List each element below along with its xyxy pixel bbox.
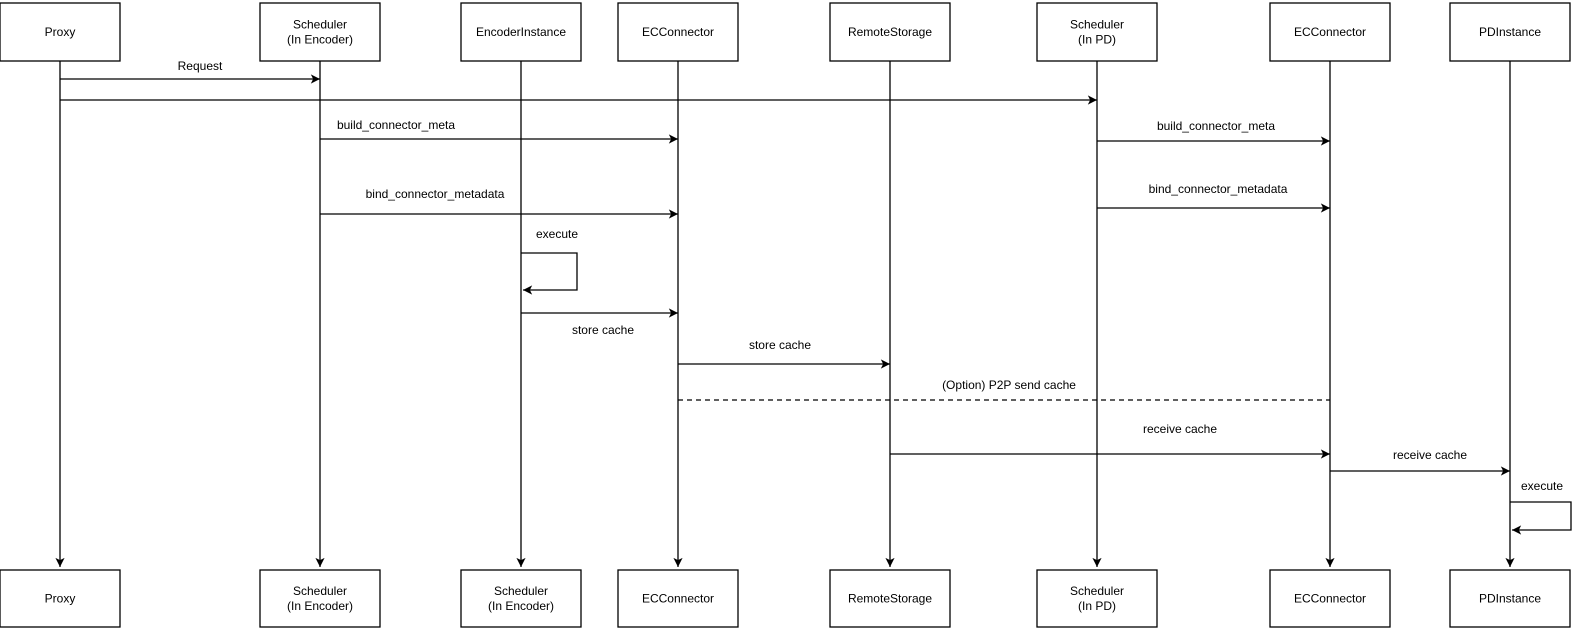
actor-top-label-ec-connector-pd: ECConnector [1294,25,1366,39]
actor-bottom-label-encoder-instance: Scheduler(In Encoder) [488,584,554,613]
actor-bottom-label-scheduler-in-pd: Scheduler(In PD) [1070,584,1124,613]
message-label-store-cache-to-ecconnector: store cache [572,323,634,337]
self-message-execute-pd-instance: execute [1510,479,1572,535]
message-store-cache-to-ecconnector: store cache [521,308,678,337]
actor-bottom-label-ec-connector-pd: ECConnector [1294,592,1366,606]
actor-bottom-label-ec-connector-encoder: ECConnector [642,592,714,606]
actor-bottom-box-encoder-instance [460,569,582,628]
actor-top-label-scheduler-in-encoder: Scheduler(In Encoder) [287,18,353,47]
message-label-receive-cache-to-ecconnector: receive cache [1143,422,1217,436]
actor-top-label-proxy: Proxy [45,25,76,39]
message-p2p-send-cache: (Option) P2P send cache [678,378,1330,401]
self-message-line-execute-encoder-instance [521,252,578,295]
actor-top-box-scheduler-in-pd [1036,2,1158,62]
message-label-request: Request [178,59,223,73]
actor-top-box-ec-connector-pd [1269,2,1391,62]
actor-bottom-label-proxy: Proxy [45,592,76,606]
actor-top-box-scheduler-in-encoder [259,2,381,62]
actor-scheduler-in-encoder: Scheduler(In Encoder) Scheduler(In Encode… [259,2,381,628]
actor-top-box-encoder-instance [460,2,582,62]
actor-bottom-box-remote-storage [829,569,951,628]
message-build-connector-meta-pd: build_connector_meta [1097,119,1330,146]
message-label-bind-connector-metadata-pd: bind_connector_metadata [1149,182,1288,196]
self-message-execute-encoder-instance: execute [521,227,578,295]
message-label-bind-connector-metadata-encoder: bind_connector_metadata [366,187,505,201]
self-message-line-execute-pd-instance [1510,501,1572,535]
message-request: Request [60,59,320,84]
message-label-receive-cache-to-pdinstance: receive cache [1393,448,1467,462]
actor-bottom-box-proxy [0,569,121,628]
actor-top-box-remote-storage [829,2,951,62]
self-message-label-execute-pd-instance: execute [1521,479,1563,493]
actor-bottom-box-ec-connector-encoder [617,569,739,628]
actor-top-label-scheduler-in-pd: Scheduler(In PD) [1070,18,1124,47]
message-build-connector-meta-encoder: build_connector_meta [320,118,678,144]
actor-bottom-box-ec-connector-pd [1269,569,1391,628]
actor-top-label-remote-storage: RemoteStorage [848,25,932,39]
message-bind-connector-metadata-encoder: bind_connector_metadata [320,187,678,219]
actor-bottom-label-remote-storage: RemoteStorage [848,592,932,606]
actor-top-box-pd-instance [1449,2,1571,62]
message-label-build-connector-meta-pd: build_connector_meta [1157,119,1275,133]
message-label-build-connector-meta-encoder: build_connector_meta [337,118,455,132]
message-label-p2p-send-cache: (Option) P2P send cache [942,378,1076,392]
actor-scheduler-in-pd: Scheduler(In PD) Scheduler(In PD) [1036,2,1158,628]
actor-bottom-label-pd-instance: PDInstance [1479,592,1541,606]
actor-top-label-pd-instance: PDInstance [1479,25,1541,39]
message-receive-cache-to-ecconnector: receive cache [890,422,1330,459]
actor-top-label-ec-connector-encoder: ECConnector [642,25,714,39]
actor-bottom-box-scheduler-in-encoder [259,569,381,628]
actor-bottom-box-scheduler-in-pd [1036,569,1158,628]
actor-top-box-proxy [0,2,121,62]
message-store-cache-to-remotestorage: store cache [678,338,890,369]
self-message-label-execute-encoder-instance: execute [536,227,578,241]
actor-bottom-label-scheduler-in-encoder: Scheduler(In Encoder) [287,584,353,613]
actor-top-box-ec-connector-encoder [617,2,739,62]
actor-bottom-box-pd-instance [1449,569,1571,628]
message-label-store-cache-to-remotestorage: store cache [749,338,811,352]
actor-top-label-encoder-instance: EncoderInstance [476,25,566,39]
message-receive-cache-to-pdinstance: receive cache [1330,448,1510,476]
message-bind-connector-metadata-pd: bind_connector_metadata [1097,182,1330,213]
